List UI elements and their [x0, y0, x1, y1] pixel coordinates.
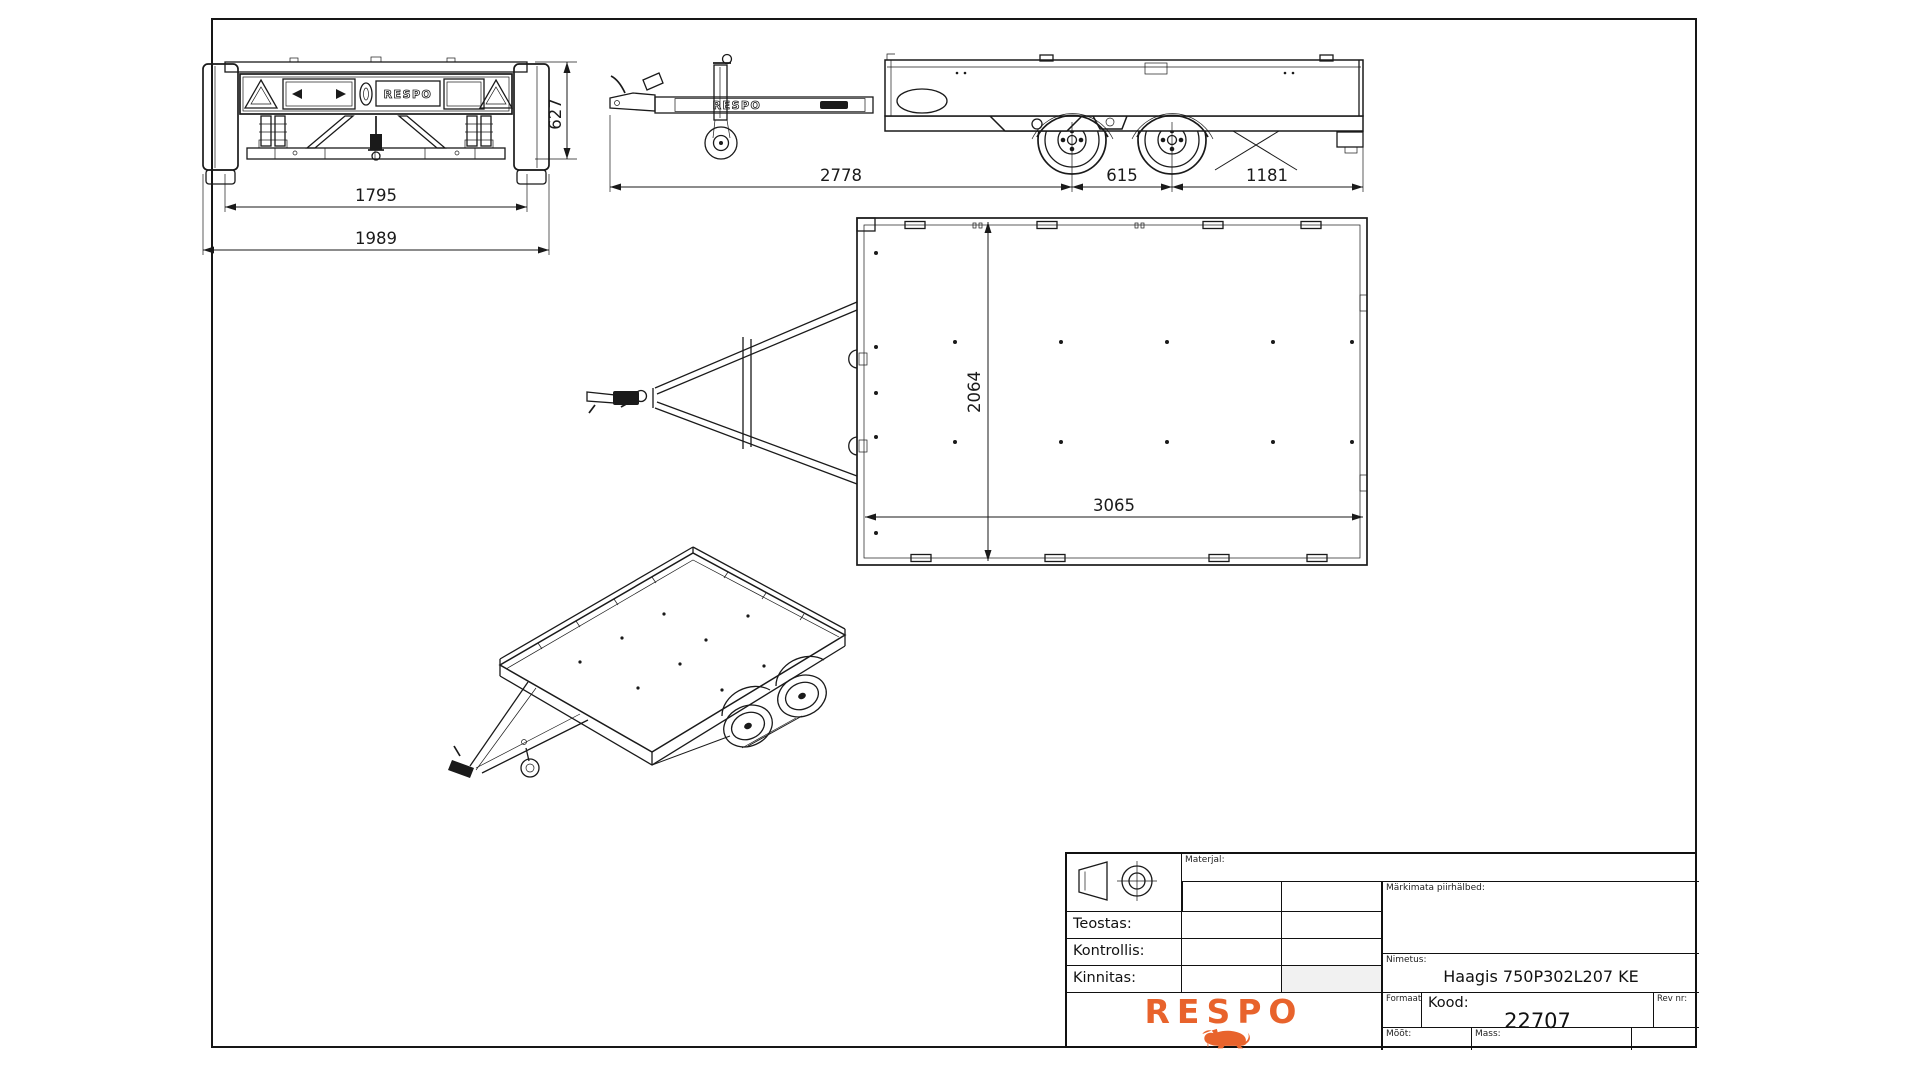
side-view: RESPO: [585, 40, 1390, 205]
iso-drawing: [448, 546, 847, 778]
empty-cell: [1632, 1028, 1699, 1050]
empty-cell: [1282, 882, 1382, 912]
kood-cell: Kood: 22707: [1422, 993, 1654, 1033]
empty-cell: [1182, 882, 1282, 912]
materjal-label: Materjal:: [1185, 855, 1225, 865]
nimetus-label: Nimetus:: [1386, 955, 1427, 965]
rear-respo-decal: RESPO: [384, 88, 433, 101]
first-angle-projection-icon: [1078, 861, 1157, 901]
empty-cell: [1182, 912, 1282, 939]
dim-side-axle-to-rear: 1181: [1246, 166, 1288, 185]
rev-label: Rev nr:: [1657, 994, 1688, 1004]
top-view: 2064 3065: [575, 205, 1390, 580]
kontrollis-cell: Kontrollis:: [1067, 939, 1182, 966]
kood-label: Kood:: [1428, 995, 1469, 1011]
dim-side-hitch-to-axle: 2778: [820, 166, 862, 185]
empty-cell: [1282, 939, 1382, 966]
sheet-border: [211, 18, 1697, 1048]
isometric-view: [430, 520, 875, 875]
logo-cell: RESPO: [1067, 993, 1382, 1050]
kood-value: 22707: [1504, 1009, 1571, 1033]
nimetus-value: Haagis 750P302L207 KE: [1443, 967, 1639, 986]
dim-rear-height: 627: [546, 98, 565, 130]
empty-cell: [1182, 939, 1282, 966]
top-view-drawing: [586, 217, 1368, 566]
dim-top-platform-length: 3065: [1093, 496, 1135, 515]
deck-holes: [874, 251, 1354, 535]
empty-cell: [1282, 966, 1382, 993]
teostas-label: Teostas:: [1073, 916, 1132, 932]
kinnitas-cell: Kinnitas:: [1067, 966, 1182, 993]
top-view-dimensions: 2064 3065: [865, 222, 1363, 561]
formaat-cell: Formaat: [1382, 993, 1422, 1028]
mass-cell: Mass:: [1472, 1028, 1632, 1050]
empty-cell: [1182, 966, 1282, 993]
rev-cell: Rev nr:: [1654, 993, 1699, 1028]
formaat-label: Formaat: [1386, 994, 1422, 1004]
rear-view-dimensions: 1795 1989 627: [202, 61, 577, 255]
title-block: Materjal: Teostas: Kontrollis: Kinnitas:…: [1065, 852, 1699, 1050]
tolerances-label: Märkimata piirhälbed:: [1386, 883, 1485, 893]
side-view-drawing: RESPO: [609, 53, 1364, 175]
side-view-dimensions: 2778 615 1181: [609, 115, 1364, 192]
moot-label: Mõõt:: [1386, 1029, 1412, 1039]
projection-symbol-cell: [1067, 854, 1182, 912]
kontrollis-label: Kontrollis:: [1073, 943, 1145, 959]
rear-view: RESPO: [195, 50, 590, 265]
dim-top-platform-width: 2064: [965, 371, 984, 413]
kinnitas-label: Kinnitas:: [1073, 970, 1136, 986]
materjal-cell: Materjal:: [1182, 854, 1699, 882]
rear-view-drawing: RESPO: [202, 56, 550, 185]
nimetus-cell: Nimetus: Haagis 750P302L207 KE: [1382, 954, 1699, 993]
respo-logo-text: RESPO: [1144, 992, 1304, 1031]
mass-label: Mass:: [1475, 1029, 1501, 1039]
tolerances-cell: Märkimata piirhälbed:: [1382, 882, 1699, 954]
moot-cell: Mõõt:: [1382, 1028, 1472, 1050]
empty-cell: [1282, 912, 1382, 939]
dim-rear-overall-width: 1989: [355, 229, 397, 248]
teostas-cell: Teostas:: [1067, 912, 1182, 939]
dim-rear-inner-width: 1795: [355, 186, 397, 205]
dim-side-axle-spacing: 615: [1106, 166, 1138, 185]
respo-bull-icon: [1202, 1028, 1250, 1049]
drawbar-respo-decal: RESPO: [713, 99, 762, 112]
